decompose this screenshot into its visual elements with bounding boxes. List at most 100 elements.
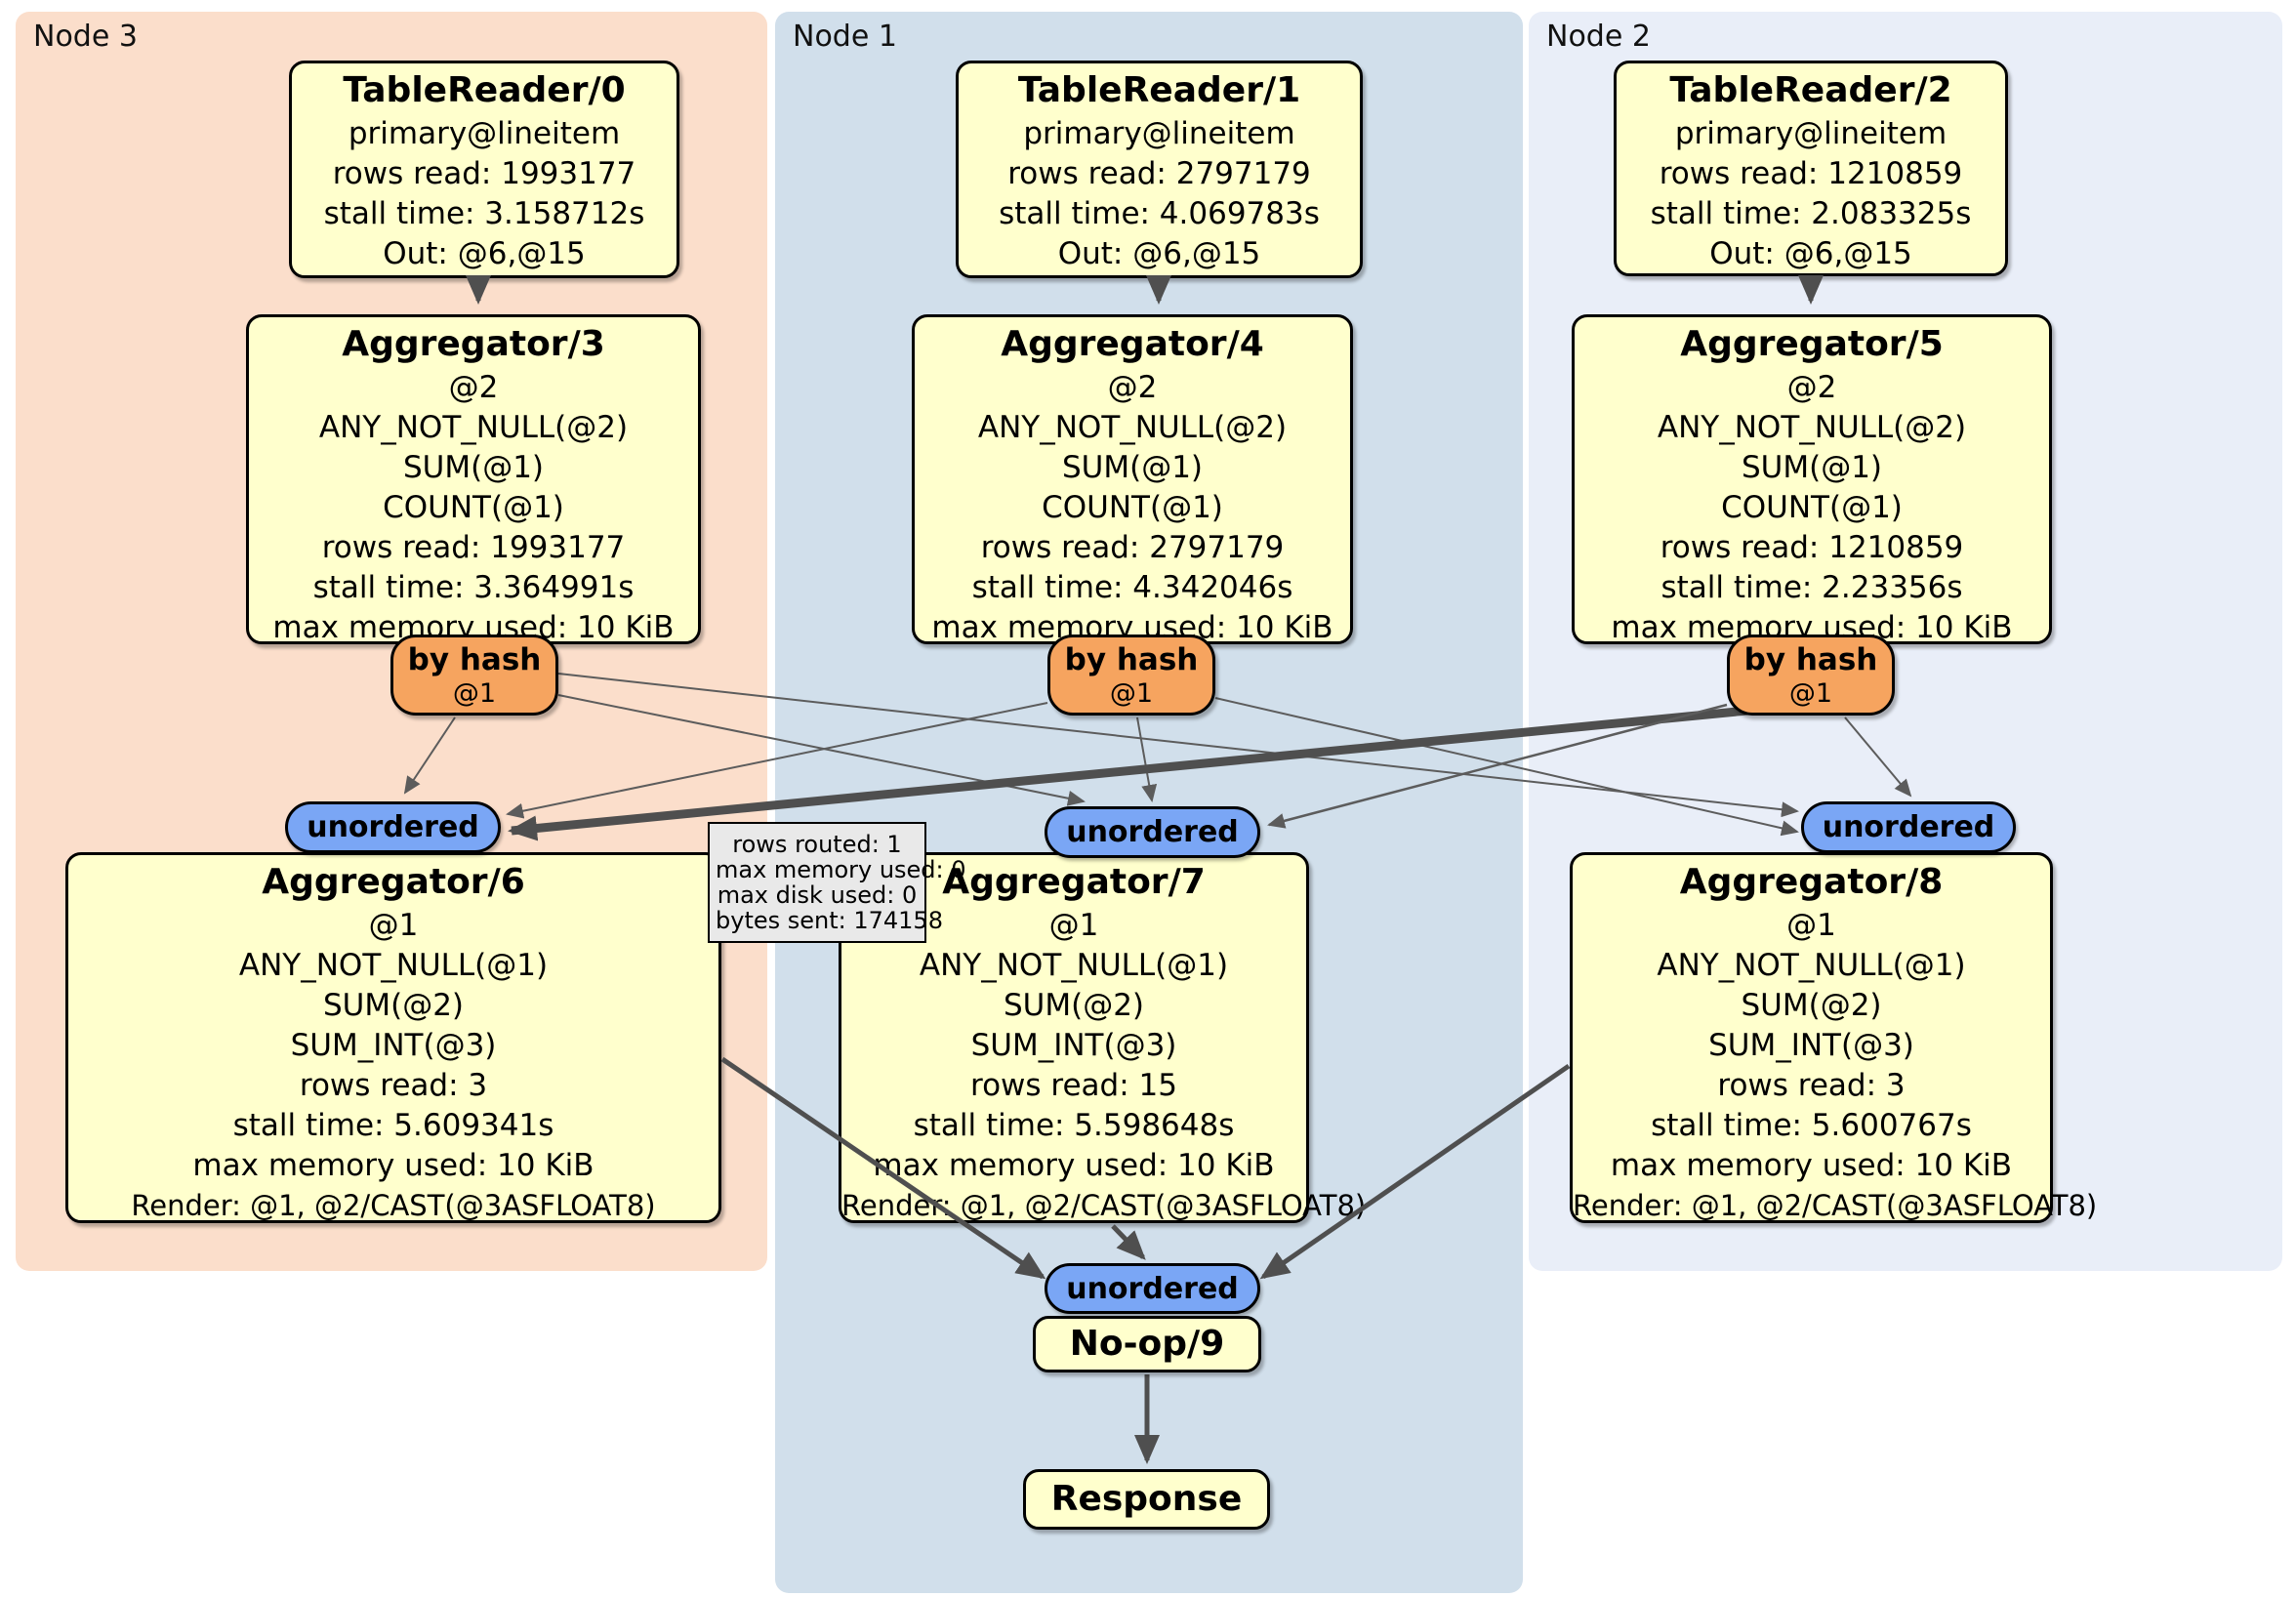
processor-aggregator-8[interactable]: Aggregator/8 @1 ANY_NOT_NULL(@1) SUM(@2)… bbox=[1570, 852, 2098, 1223]
processor-detail: @2 bbox=[1107, 370, 1158, 405]
processor-detail: COUNT(@1) bbox=[1042, 490, 1223, 525]
processor-detail: stall time: 4.342046s bbox=[971, 570, 1293, 605]
processor-tablereader-2[interactable]: TableReader/2 primary@lineitem rows read… bbox=[1614, 61, 2008, 276]
processor-detail: max memory used: 10 KiB bbox=[873, 1148, 1275, 1183]
processor-detail: max memory used: 10 KiB bbox=[1610, 1148, 2013, 1183]
processor-detail: stall time: 3.158712s bbox=[323, 196, 645, 231]
processor-detail: SUM(@2) bbox=[322, 988, 465, 1023]
processor-detail: @1 bbox=[1786, 908, 1836, 943]
processor-detail: COUNT(@1) bbox=[1721, 490, 1903, 525]
processor-detail: rows read: 2797179 bbox=[980, 530, 1285, 565]
processor-detail: ANY_NOT_NULL(@1) bbox=[238, 948, 549, 983]
processor-detail: SUM(@1) bbox=[1061, 450, 1204, 485]
processor-title: TableReader/0 bbox=[343, 70, 626, 110]
node1-label: Node 1 bbox=[793, 20, 897, 54]
processor-detail: SUM(@1) bbox=[1741, 450, 1883, 485]
processor-detail: @2 bbox=[1786, 370, 1837, 405]
processor-detail: SUM(@1) bbox=[402, 450, 545, 485]
stream-label: unordered bbox=[307, 810, 479, 844]
edge-stats-tooltip: rows routed: 1 max memory used: 0 max di… bbox=[708, 822, 966, 943]
processor-detail: primary@lineitem bbox=[348, 116, 621, 151]
stream-label: unordered bbox=[1822, 810, 1995, 844]
processor-detail: rows read: 1210859 bbox=[1659, 156, 1963, 191]
processor-detail: stall time: 5.609341s bbox=[232, 1108, 554, 1143]
processor-detail: COUNT(@1) bbox=[383, 490, 564, 525]
router-label: by hash bbox=[1064, 642, 1199, 677]
processor-aggregator-3[interactable]: Aggregator/3 @2 ANY_NOT_NULL(@2) SUM(@1)… bbox=[246, 314, 701, 645]
tooltip-line: bytes sent: 174158 bbox=[716, 907, 943, 934]
processor-detail: SUM(@2) bbox=[1741, 988, 1882, 1023]
processor-detail: Render: @1, @2/CAST(@3ASFLOAT8) bbox=[1573, 1189, 2098, 1222]
processor-detail: Out: @6,@15 bbox=[383, 236, 586, 271]
processor-detail: stall time: 2.083325s bbox=[1650, 196, 1972, 231]
processor-detail: stall time: 2.23356s bbox=[1660, 570, 1963, 605]
processor-tablereader-0[interactable]: TableReader/0 primary@lineitem rows read… bbox=[289, 61, 679, 278]
processor-detail: ANY_NOT_NULL(@2) bbox=[977, 410, 1288, 445]
processor-title: Aggregator/7 bbox=[942, 862, 1206, 902]
router-by-hash-3[interactable]: by hash @1 bbox=[390, 635, 558, 716]
processor-title: Aggregator/6 bbox=[262, 862, 525, 902]
processor-detail: primary@lineitem bbox=[1674, 116, 1948, 151]
tooltip-line: max disk used: 0 bbox=[717, 881, 918, 909]
processor-response[interactable]: Response bbox=[1023, 1469, 1270, 1530]
processor-detail: ANY_NOT_NULL(@1) bbox=[919, 948, 1229, 983]
processor-detail: SUM_INT(@3) bbox=[290, 1028, 497, 1063]
processor-detail: stall time: 5.600767s bbox=[1651, 1108, 1972, 1143]
processor-detail: SUM_INT(@3) bbox=[1708, 1028, 1914, 1063]
router-by-hash-5[interactable]: by hash @1 bbox=[1727, 635, 1895, 716]
processor-aggregator-4[interactable]: Aggregator/4 @2 ANY_NOT_NULL(@2) SUM(@1)… bbox=[912, 314, 1353, 645]
processor-detail: rows read: 2797179 bbox=[1007, 156, 1311, 191]
router-columns: @1 bbox=[1109, 678, 1154, 709]
processor-detail: rows read: 1993177 bbox=[321, 530, 626, 565]
processor-detail: rows read: 3 bbox=[1717, 1068, 1906, 1103]
processor-detail: rows read: 15 bbox=[970, 1068, 1177, 1103]
router-columns: @1 bbox=[452, 678, 497, 709]
stream-unordered-node3[interactable]: unordered bbox=[285, 801, 501, 853]
stream-unordered-node2[interactable]: unordered bbox=[1801, 801, 2016, 853]
processor-title: No-op/9 bbox=[1069, 1324, 1225, 1364]
node2-label: Node 2 bbox=[1546, 20, 1651, 54]
tooltip-line: max memory used: 0 bbox=[716, 856, 966, 883]
router-label: by hash bbox=[407, 642, 542, 677]
processor-detail: Out: @6,@15 bbox=[1057, 236, 1261, 271]
processor-detail: max memory used: 10 KiB bbox=[192, 1148, 594, 1183]
processor-title: Aggregator/8 bbox=[1679, 862, 1944, 902]
processor-detail: @2 bbox=[448, 370, 499, 405]
processor-detail: rows read: 1210859 bbox=[1660, 530, 1964, 565]
processor-noop-9[interactable]: No-op/9 bbox=[1033, 1316, 1261, 1372]
router-columns: @1 bbox=[1788, 678, 1833, 709]
processor-detail: rows read: 3 bbox=[299, 1068, 488, 1103]
stream-unordered-node1[interactable]: unordered bbox=[1045, 806, 1260, 858]
processor-detail: ANY_NOT_NULL(@1) bbox=[1657, 948, 1966, 983]
processor-detail: ANY_NOT_NULL(@2) bbox=[1657, 410, 1967, 445]
processor-detail: SUM(@2) bbox=[1003, 988, 1145, 1023]
processor-detail: Render: @1, @2/CAST(@3ASFLOAT8) bbox=[131, 1189, 656, 1222]
processor-title: TableReader/2 bbox=[1669, 70, 1952, 110]
router-by-hash-4[interactable]: by hash @1 bbox=[1047, 635, 1215, 716]
processor-detail: primary@lineitem bbox=[1023, 116, 1295, 151]
processor-detail: @1 bbox=[368, 908, 419, 943]
processor-detail: Out: @6,@15 bbox=[1709, 236, 1912, 271]
processor-detail: @1 bbox=[1048, 908, 1099, 943]
stream-label: unordered bbox=[1066, 815, 1239, 849]
processor-detail: stall time: 5.598648s bbox=[913, 1108, 1235, 1143]
node3-label: Node 3 bbox=[33, 20, 138, 54]
processor-title: Response bbox=[1050, 1479, 1243, 1519]
processor-detail: stall time: 4.069783s bbox=[999, 196, 1320, 231]
processor-tablereader-1[interactable]: TableReader/1 primary@lineitem rows read… bbox=[956, 61, 1363, 278]
router-label: by hash bbox=[1743, 642, 1878, 677]
processor-title: Aggregator/4 bbox=[1001, 324, 1264, 364]
stream-label: unordered bbox=[1066, 1271, 1239, 1306]
tooltip-line: rows routed: 1 bbox=[732, 831, 902, 858]
processor-title: TableReader/1 bbox=[1017, 70, 1301, 110]
processor-aggregator-6[interactable]: Aggregator/6 @1 ANY_NOT_NULL(@1) SUM(@2)… bbox=[65, 852, 721, 1223]
processor-aggregator-5[interactable]: Aggregator/5 @2 ANY_NOT_NULL(@2) SUM(@1)… bbox=[1572, 314, 2052, 645]
processor-detail: rows read: 1993177 bbox=[332, 156, 636, 191]
processor-title: Aggregator/3 bbox=[342, 324, 605, 364]
processor-title: Aggregator/5 bbox=[1680, 324, 1944, 364]
processor-detail: Render: @1, @2/CAST(@3ASFLOAT8) bbox=[841, 1189, 1367, 1222]
processor-detail: ANY_NOT_NULL(@2) bbox=[318, 410, 629, 445]
processor-detail: stall time: 3.364991s bbox=[312, 570, 635, 605]
processor-detail: SUM_INT(@3) bbox=[970, 1028, 1177, 1063]
stream-unordered-final[interactable]: unordered bbox=[1045, 1263, 1260, 1314]
